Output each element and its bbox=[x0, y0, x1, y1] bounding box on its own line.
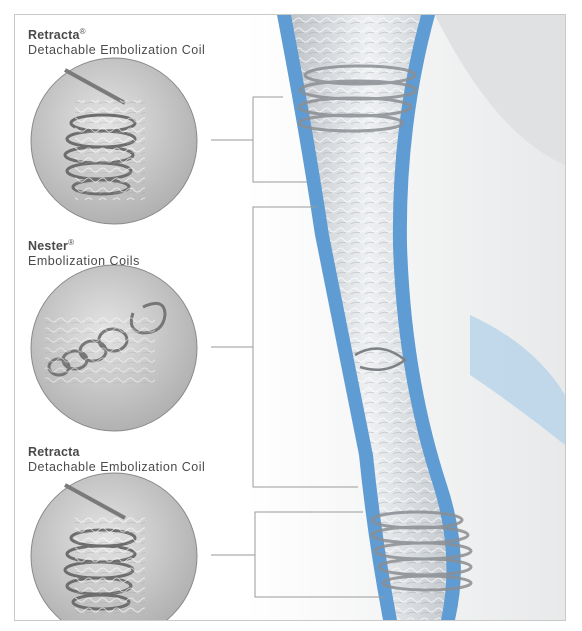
product-description: Detachable Embolization Coil bbox=[28, 43, 205, 58]
registered-mark: ® bbox=[80, 27, 86, 36]
retracta-coil-detail-bottom bbox=[31, 473, 197, 620]
product-description: Detachable Embolization Coil bbox=[28, 460, 205, 475]
product-description: Embolization Coils bbox=[28, 254, 140, 269]
retracta-coil-detail-top bbox=[31, 58, 197, 224]
illustration-frame: Retracta® Detachable Embolization Coil N… bbox=[14, 14, 566, 621]
retracta-label-top: Retracta® Detachable Embolization Coil bbox=[28, 24, 205, 58]
product-name: Nester bbox=[28, 239, 68, 253]
product-name: Retracta bbox=[28, 445, 80, 459]
registered-mark: ® bbox=[68, 238, 74, 247]
product-name: Retracta bbox=[28, 28, 80, 42]
nester-coil-detail bbox=[31, 265, 197, 431]
vessel-illustration bbox=[15, 15, 565, 620]
nester-label: Nester® Embolization Coils bbox=[28, 235, 140, 269]
retracta-label-bottom: Retracta Detachable Embolization Coil bbox=[28, 441, 205, 475]
